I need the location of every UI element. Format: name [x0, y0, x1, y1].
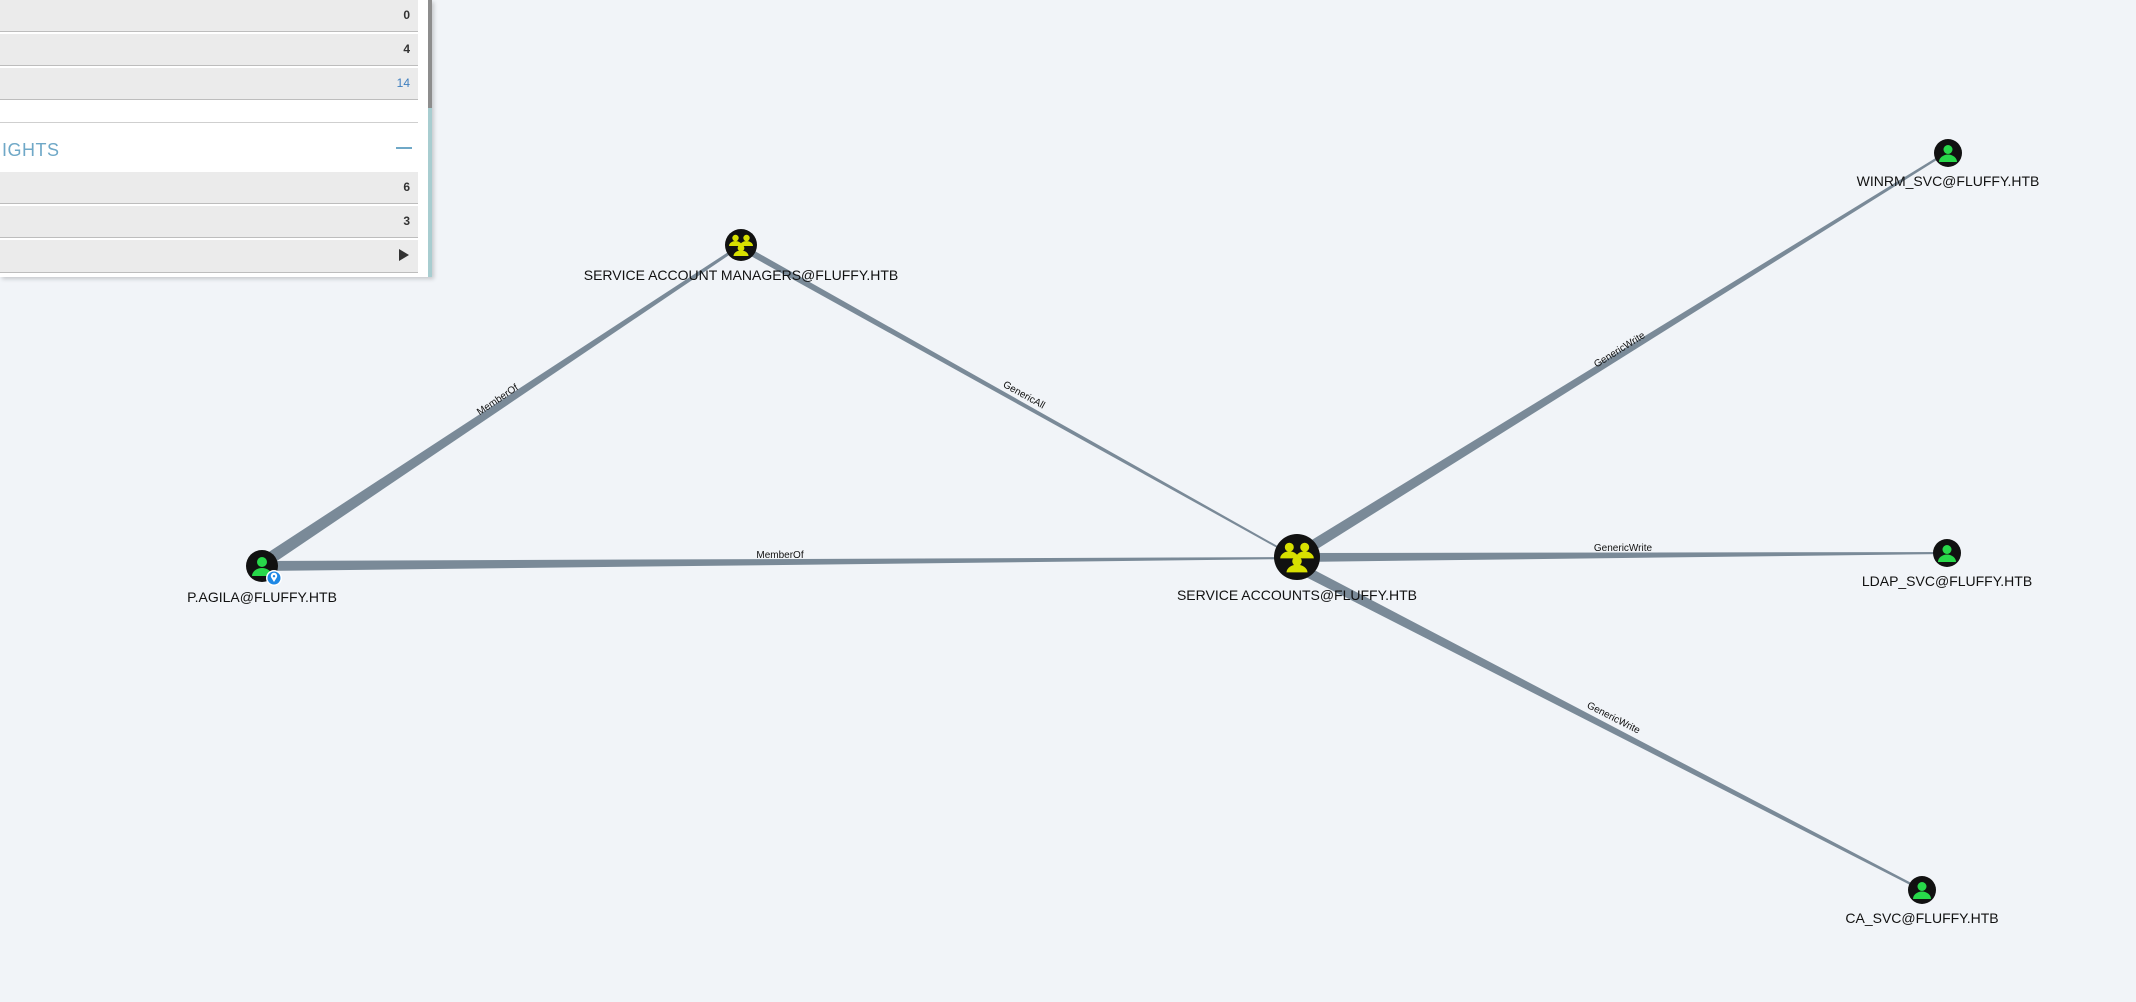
section-header-rights[interactable]: IGHTS: [0, 122, 418, 173]
edge-label-pagila-sa: MemberOf: [756, 550, 803, 561]
row-count: 6: [403, 180, 410, 194]
row-count: 3: [403, 214, 410, 228]
edge-label-sa-winrm: GenericWrite: [1592, 330, 1648, 370]
map-pin-icon: [266, 570, 282, 586]
node-service-accounts[interactable]: [1274, 534, 1320, 580]
row-count-link[interactable]: 14: [396, 76, 410, 90]
minus-icon[interactable]: [396, 147, 412, 149]
edge-label-sa-ldap: GenericWrite: [1594, 543, 1653, 554]
edge-sam-to-sa[interactable]: [744, 245, 1297, 559]
user-icon: [1913, 882, 1931, 899]
node-label-service-accounts: SERVICE ACCOUNTS@FLUFFY.HTB: [1177, 587, 1417, 603]
edge-sa-to-ldap[interactable]: [1300, 552, 1947, 562]
edge-sa-to-winrm[interactable]: [1297, 151, 1948, 558]
node-p-agila[interactable]: [246, 550, 282, 586]
group-icon: [729, 234, 753, 256]
node-label-service-account-managers: SERVICE ACCOUNT MANAGERS@FLUFFY.HTB: [584, 267, 899, 283]
info-row[interactable]: 14: [0, 68, 418, 100]
user-icon: [252, 557, 272, 576]
info-row[interactable]: 3: [0, 206, 418, 238]
edge-sa-to-ca[interactable]: [1294, 562, 1923, 891]
group-icon: [1280, 542, 1314, 573]
user-icon: [1939, 145, 1957, 162]
edge-pagila-to-sa[interactable]: [262, 557, 1297, 571]
play-arrow-icon[interactable]: [399, 249, 409, 261]
row-count: 0: [403, 8, 410, 22]
scrollbar-thumb[interactable]: [428, 0, 432, 108]
node-label-winrm-svc: WINRM_SVC@FLUFFY.HTB: [1857, 173, 2040, 189]
node-winrm-svc[interactable]: [1934, 139, 1962, 167]
node-label-ca-svc: CA_SVC@FLUFFY.HTB: [1845, 910, 1998, 926]
info-row[interactable]: 4: [0, 34, 418, 66]
edge-pagila-to-sam[interactable]: [258, 245, 741, 569]
scrollbar-track[interactable]: [428, 0, 432, 277]
node-info-panel: 0 4 14 IGHTS 6 3: [0, 0, 432, 277]
node-label-p-agila: P.AGILA@FLUFFY.HTB: [187, 589, 337, 605]
user-icon: [1938, 545, 1956, 562]
node-label-ldap-svc: LDAP_SVC@FLUFFY.HTB: [1862, 573, 2032, 589]
node-ldap-svc[interactable]: [1933, 539, 1961, 567]
info-row[interactable]: 6: [0, 172, 418, 204]
info-row[interactable]: 0: [0, 0, 418, 32]
node-service-account-managers[interactable]: [725, 229, 757, 261]
section-title: IGHTS: [2, 140, 60, 160]
row-count: 4: [403, 42, 410, 56]
info-row-expandable[interactable]: [0, 240, 418, 273]
node-ca-svc[interactable]: [1908, 876, 1936, 904]
